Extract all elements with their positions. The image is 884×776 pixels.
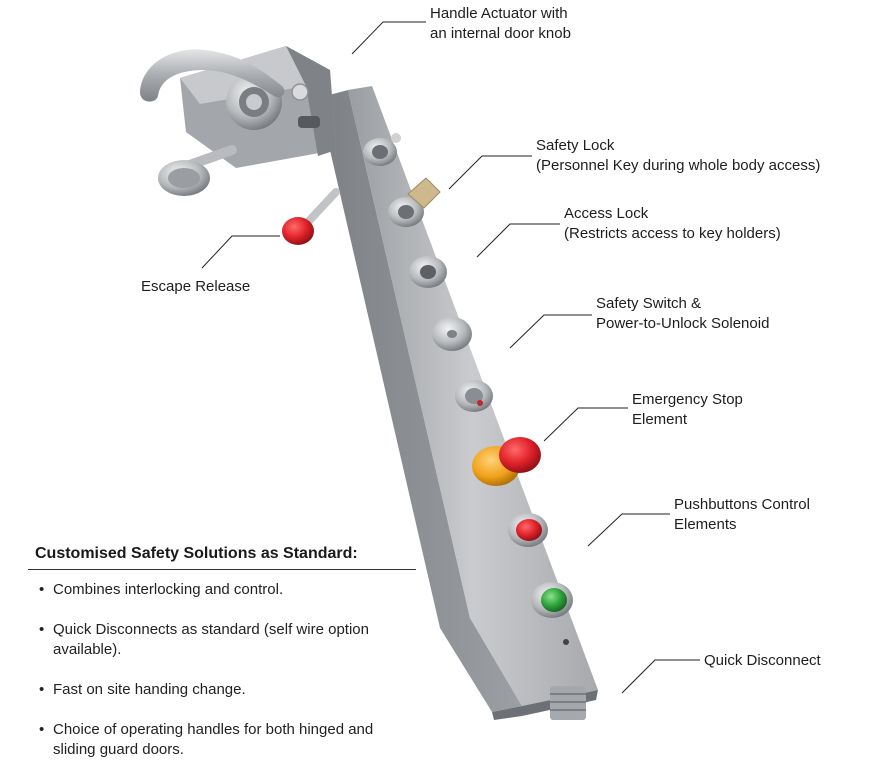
safety-lock-key	[363, 133, 441, 227]
feature-item: Quick Disconnects as standard (self wire…	[28, 620, 416, 660]
quick-disconnect-connector	[550, 686, 586, 720]
callout-line: Handle Actuator with	[430, 5, 568, 22]
callout-line: Safety Lock	[536, 137, 615, 154]
callout-line: Element	[632, 411, 688, 428]
escape-release	[282, 188, 340, 245]
features-panel: Customised Safety Solutions as Standard:…	[28, 545, 416, 760]
leader-safety-lock	[448, 155, 532, 190]
callout-line: Access Lock	[564, 205, 649, 222]
callout-handle-actuator: Handle Actuator with an internal door kn…	[430, 4, 571, 44]
callout-access-lock: Access Lock (Restricts access to key hol…	[564, 204, 781, 244]
indicator-element	[455, 380, 493, 412]
callout-line: Pushbuttons Control	[674, 496, 810, 513]
callout-line: Elements	[674, 516, 737, 533]
callout-line: Power-to-Unlock Solenoid	[596, 315, 770, 332]
access-lock	[409, 256, 447, 288]
pushbutton-red	[508, 513, 548, 547]
callout-pushbuttons: Pushbuttons Control Elements	[674, 495, 810, 535]
feature-item: Choice of operating handles for both hin…	[28, 720, 416, 760]
features-list: Combines interlocking and control. Quick…	[28, 580, 416, 760]
leader-pushbuttons	[587, 513, 670, 547]
feature-item: Combines interlocking and control.	[28, 580, 416, 600]
callout-safety-switch: Safety Switch & Power-to-Unlock Solenoid	[596, 294, 769, 334]
emergency-stop	[472, 437, 541, 486]
features-heading: Customised Safety Solutions as Standard:	[28, 545, 416, 570]
leader-safety-switch	[509, 314, 592, 349]
pushbutton-green	[531, 582, 573, 645]
handle-actuator	[140, 46, 336, 196]
callout-line: an internal door knob	[430, 25, 571, 42]
leader-quick-disconnect	[621, 659, 700, 694]
leader-escape-release	[201, 235, 280, 269]
callout-line: (Personnel Key during whole body access)	[536, 157, 821, 174]
callout-line: Quick Disconnect	[704, 652, 821, 669]
leader-access-lock	[476, 223, 560, 258]
callout-quick-disconnect: Quick Disconnect	[704, 651, 821, 671]
callout-escape-release: Escape Release	[141, 277, 250, 297]
feature-item: Fast on site handing change.	[28, 680, 416, 700]
leader-handle-actuator	[351, 21, 426, 55]
callout-emergency-stop: Emergency Stop Element	[632, 390, 743, 430]
callout-safety-lock: Safety Lock (Personnel Key during whole …	[536, 136, 820, 176]
safety-switch	[432, 317, 472, 351]
callout-line: (Restricts access to key holders)	[564, 225, 781, 242]
callout-line: Escape Release	[141, 278, 251, 295]
leader-emergency-stop	[543, 407, 628, 442]
callout-line: Safety Switch &	[596, 295, 702, 312]
callout-line: Emergency Stop	[632, 391, 743, 408]
